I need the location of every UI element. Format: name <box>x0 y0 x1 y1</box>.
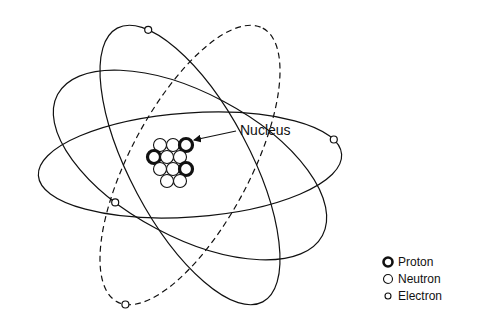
neutron <box>154 163 167 176</box>
electron-orbit <box>64 0 315 322</box>
electron-sample <box>382 290 394 302</box>
legend-item: Neutron <box>382 272 441 286</box>
electron-orbit <box>35 103 346 228</box>
leader-arrow <box>194 131 236 140</box>
neutron <box>161 175 174 188</box>
legend-text: Electron <box>398 289 442 303</box>
legend-text: Neutron <box>398 272 441 286</box>
electron <box>122 301 129 308</box>
electron <box>330 136 337 143</box>
electron-orbit <box>64 0 315 322</box>
legend-item: Electron <box>382 289 442 303</box>
legend-text: Proton <box>398 255 433 269</box>
neutron <box>167 163 180 176</box>
proton <box>148 151 161 164</box>
electron <box>145 26 152 33</box>
legend-item: Proton <box>382 255 433 269</box>
part-label: Nucleus <box>240 122 291 138</box>
electron <box>112 199 119 206</box>
proton <box>180 139 193 152</box>
neutron <box>161 151 174 164</box>
electron-orbit <box>24 31 356 299</box>
proton <box>180 163 193 176</box>
neutron <box>167 139 180 152</box>
proton-sample <box>382 256 394 268</box>
neutron-sample <box>382 273 394 285</box>
neutron <box>174 175 187 188</box>
